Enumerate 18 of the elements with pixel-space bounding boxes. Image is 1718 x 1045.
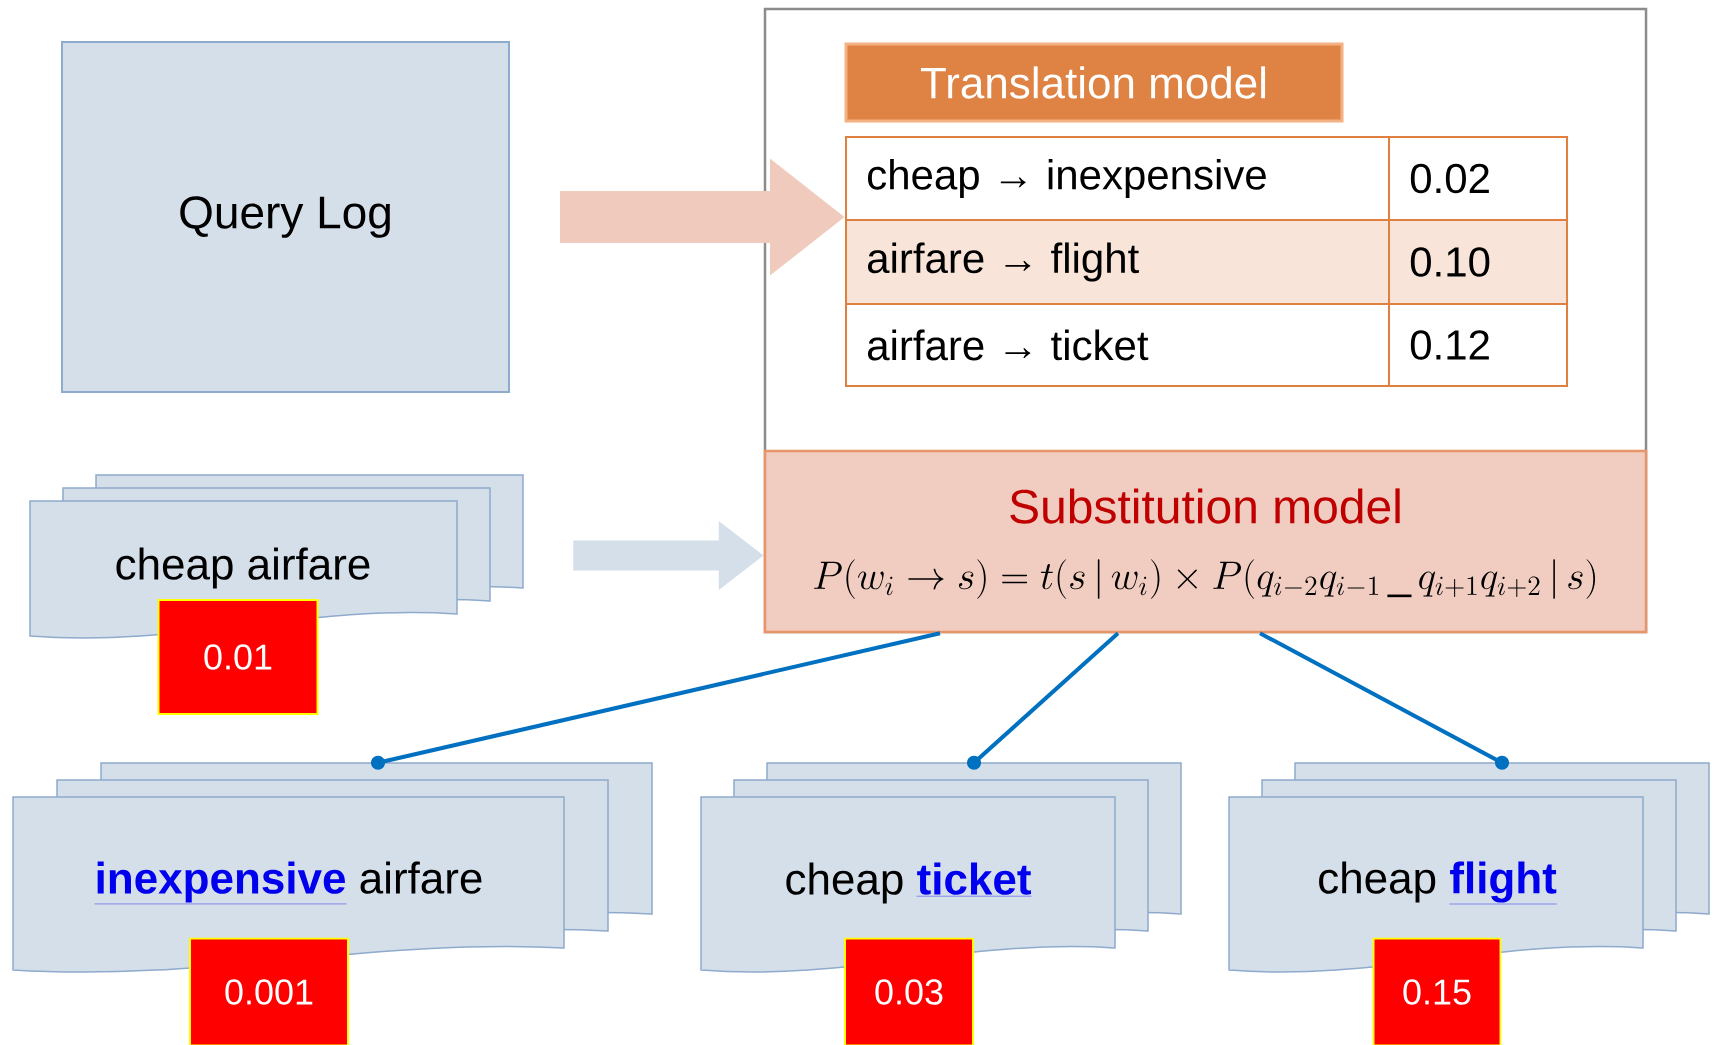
connector [1259,631,1509,770]
score-box: 0.03 [844,937,974,1045]
document-stack: cheap airfare [29,474,524,639]
table-cell: 0.12 [1388,303,1568,387]
score-box: 0.001 [189,937,349,1045]
table-cell: airfare → ticket [845,303,1390,387]
heading-box: Translation model [844,42,1344,123]
query-log-box: Query Log [61,41,510,393]
connector [967,631,1120,770]
band-title: Substitution model [1010,488,1400,524]
connector [371,631,941,770]
document-stack: cheap ticket [700,762,1182,973]
table-cell: 0.10 [1388,219,1568,305]
document-stack: cheap flight [1228,762,1710,973]
formula: $P(w_i \rightarrow s)=t(s\,|\,w_i)\times P(q_{i-2}q_{i-1}\,\_\,q_{i+1}q_{i+2}\,|\,s)$ [814,559,1596,599]
document-stack: inexpensive airfare [12,762,653,973]
score-box: 0.15 [1372,937,1502,1045]
score-box: 0.01 [157,599,319,715]
